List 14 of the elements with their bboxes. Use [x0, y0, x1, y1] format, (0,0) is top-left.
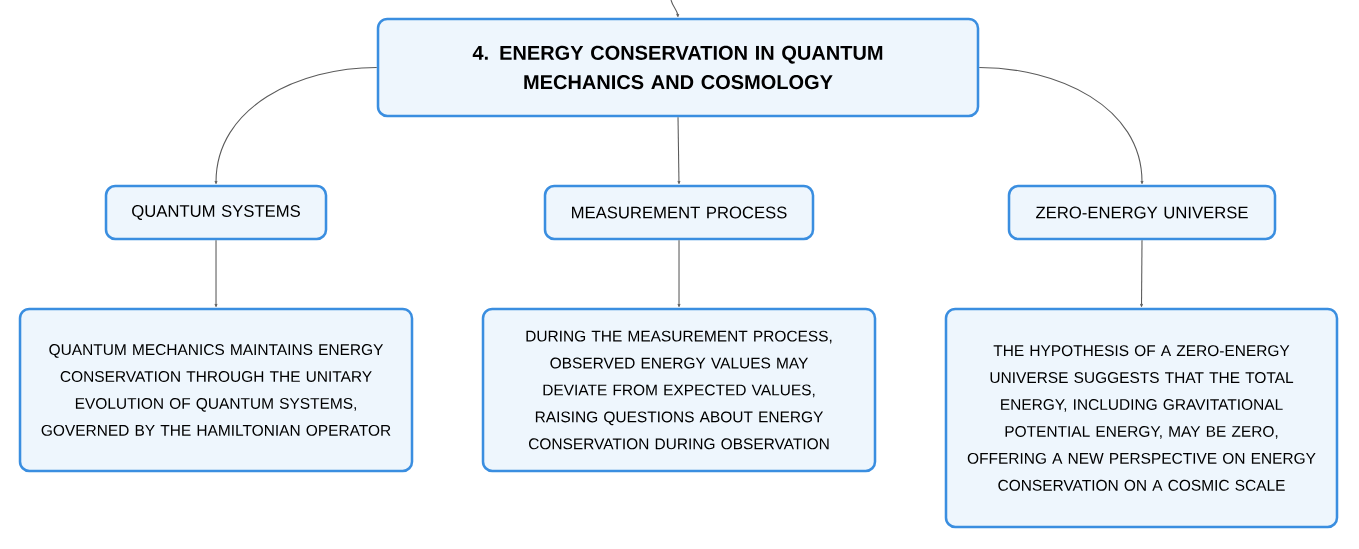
topic-box: ZERO-ENERGY UNIVERSE — [1007, 184, 1277, 241]
title-box: 4. ENERGY CONSERVATION IN QUANTUM MECHANICS AND COSMOLOGY — [376, 17, 980, 118]
description-box: DURING THE MEASUREMENT PROCESS, OBSERVED ENERGY VALUES MAY DEVIATE FROM EXPECTED VALUES, RAISING QUESTIONS ABOUT ENERGY CONSERVATION DURING OBSERVATION — [481, 307, 877, 473]
connector-arrow — [214, 239, 218, 308]
connector-arrow — [1140, 239, 1143, 308]
connector-arrow — [214, 66, 378, 185]
connector-arrow — [978, 66, 1144, 185]
connector-arrow — [677, 116, 681, 185]
connector-arrow — [670, 0, 680, 18]
topic-box: MEASUREMENT PROCESS — [543, 184, 815, 241]
connector-arrow — [677, 239, 681, 308]
topic-box: QUANTUM SYSTEMS — [104, 184, 328, 241]
description-box: QUANTUM MECHANICS MAINTAINS ENERGY CONSERVATION THROUGH THE UNITARY EVOLUTION OF QUANTUM SYSTEMS, GOVERNED BY THE HAMILTONIAN OPERATOR — [18, 307, 414, 473]
description-box: THE HYPOTHESIS OF A ZERO-ENERGY UNIVERSE SUGGESTS THAT THE TOTAL ENERGY, INCLUDING GRAVITATIONAL POTENTIAL ENERGY, MAY BE ZERO, OFFERING A NEW PERSPECTIVE ON ENERGY CONSERVATION ON A COSMIC SCALE — [944, 307, 1339, 529]
